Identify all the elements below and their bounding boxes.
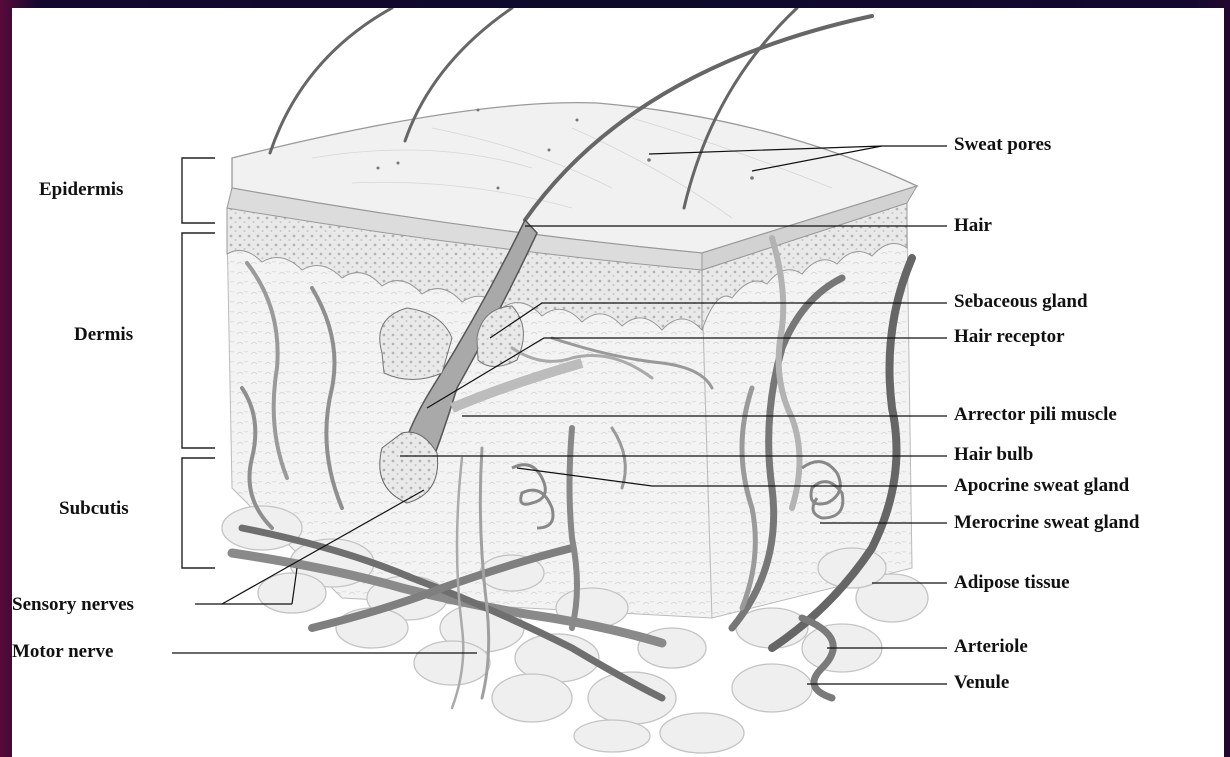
arteriole-label: Arteriole [954, 636, 1028, 658]
subcutis-label: Subcutis [59, 498, 129, 520]
skin-section-illustration [12, 8, 1224, 757]
hair-bulb-label: Hair bulb [954, 444, 1033, 466]
dermis-label: Dermis [74, 324, 133, 346]
adipose-label: Adipose tissue [954, 572, 1070, 594]
motor-nerve-label: Motor nerve [12, 641, 113, 663]
epidermis-label: Epidermis [39, 179, 123, 201]
sebaceous-gland-label: Sebaceous gland [954, 291, 1088, 313]
arrector-pili-label: Arrector pili muscle [954, 404, 1117, 426]
venule-label: Venule [954, 672, 1009, 694]
slide: Epidermis Dermis Subcutis Sensory nerves… [12, 8, 1224, 757]
dermis-bracket [182, 233, 215, 448]
hair-label: Hair [954, 215, 992, 237]
hair-receptor-label: Hair receptor [954, 326, 1065, 348]
sensory-nerves-label: Sensory nerves [12, 594, 134, 616]
subcutis-bracket [182, 458, 215, 568]
merocrine-label: Merocrine sweat gland [954, 512, 1139, 534]
epidermis-bracket [182, 158, 215, 223]
apocrine-label: Apocrine sweat gland [954, 475, 1129, 497]
sweat-pores-label: Sweat pores [954, 134, 1051, 156]
